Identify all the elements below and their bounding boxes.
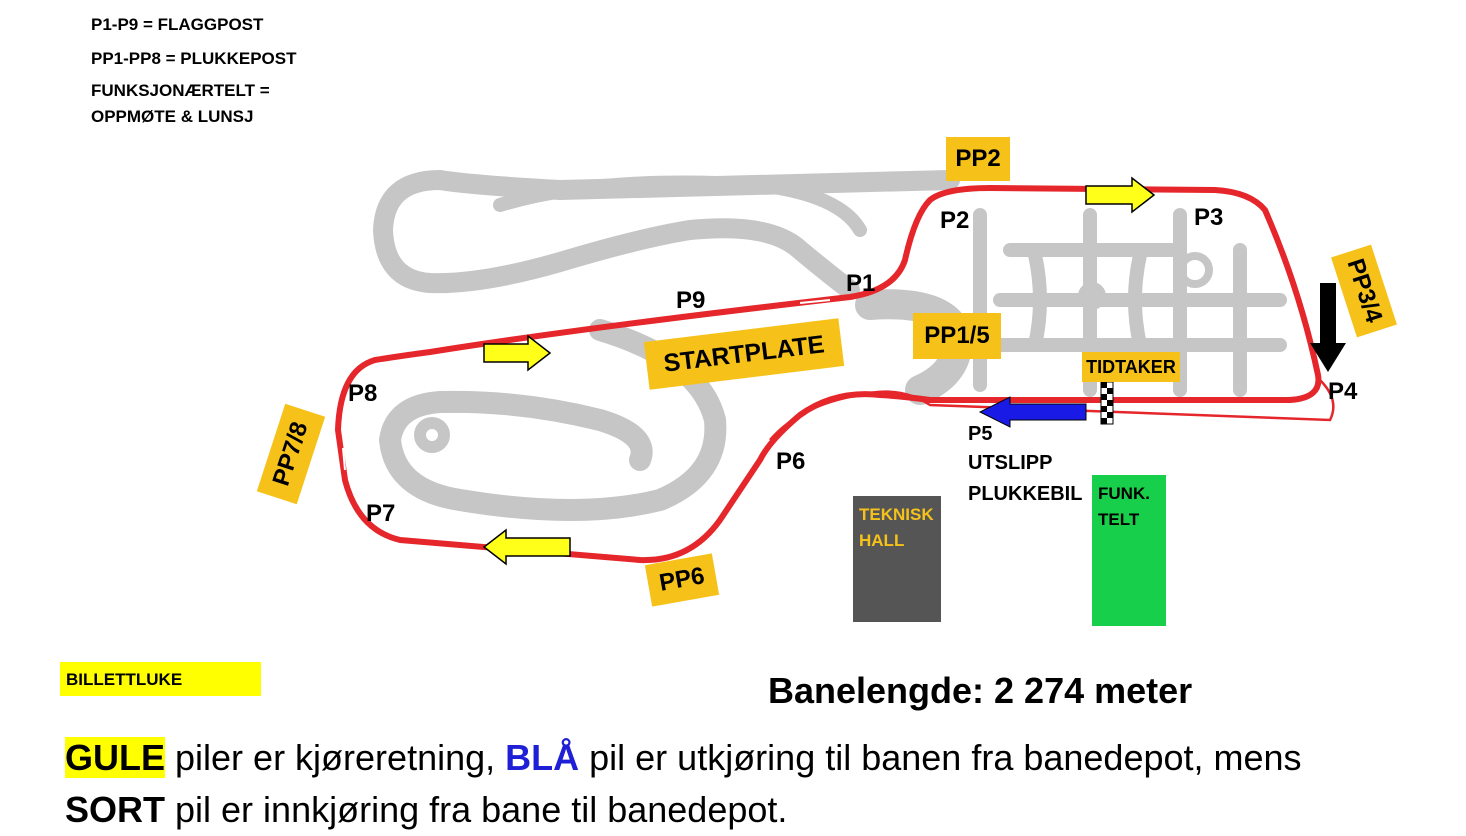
upper-loop-road bbox=[373, 170, 960, 300]
post-p6: P6 bbox=[776, 448, 806, 475]
paddock-roundabout bbox=[1078, 282, 1106, 310]
footer-bla: BLÅ bbox=[505, 737, 580, 778]
blue-arrow bbox=[978, 396, 1087, 428]
timing-line bbox=[1100, 381, 1114, 425]
footer-part3: pil er innkjøring fra bane til banedepot… bbox=[165, 789, 788, 830]
footer-sort: SORT bbox=[65, 789, 166, 830]
legend-line-pickpost: PP1-PP8 = PLUKKEPOST bbox=[91, 49, 297, 68]
lower-loop-road bbox=[379, 319, 727, 521]
track-direction-marker-3 bbox=[1275, 259, 1285, 286]
footer-text: GULE piler er kjøreretning, BLÅ pil er u… bbox=[65, 732, 1302, 836]
yellow-arrow-left bbox=[483, 334, 552, 372]
tidtaker-label: TIDTAKER bbox=[1082, 352, 1180, 382]
funk-telt-line1: FUNK. bbox=[1098, 484, 1150, 503]
footer-line-1: GULE piler er kjøreretning, BLÅ pil er u… bbox=[65, 732, 1302, 784]
billettluke-box: BILLETTLUKE bbox=[60, 662, 261, 696]
footer-line-2: SORT pil er innkjøring fra bane til bane… bbox=[65, 784, 1302, 836]
teknisk-hall-line1: TEKNISK bbox=[859, 505, 934, 524]
legend-line-flagpost: P1-P9 = FLAGGPOST bbox=[91, 15, 264, 34]
post-p9: P9 bbox=[676, 287, 706, 314]
track-length: Banelengde: 2 274 meter bbox=[768, 670, 1193, 711]
billettluke-label: BILLETTLUKE bbox=[66, 670, 183, 689]
pit-lane bbox=[769, 379, 1335, 441]
legend: P1-P9 = FLAGGPOST PP1-PP8 = PLUKKEPOST F… bbox=[91, 12, 296, 130]
p5-utslipp-label: UTSLIPP bbox=[968, 452, 1053, 474]
main-circuit bbox=[335, 185, 1322, 564]
yellow-arrow-bottom bbox=[482, 528, 571, 566]
black-arrow bbox=[1310, 283, 1346, 372]
post-p8: P8 bbox=[348, 380, 378, 407]
post-p1: P1 bbox=[846, 270, 876, 297]
post-p5: P5 bbox=[968, 423, 993, 445]
footer-part2: pil er utkjøring til banen fra banedepot… bbox=[579, 737, 1302, 778]
teknisk-hall-line2: HALL bbox=[859, 531, 905, 550]
post-p3: P3 bbox=[1194, 204, 1224, 231]
upper-inner-road bbox=[493, 175, 867, 237]
funk-telt-line2: TELT bbox=[1098, 510, 1140, 529]
funk-telt-building: FUNK. TELT bbox=[1092, 475, 1166, 626]
track-direction-marker bbox=[799, 299, 831, 304]
track-direction-marker-2 bbox=[342, 447, 346, 471]
paddock-roundabout-2 bbox=[1177, 252, 1213, 288]
lower-inner-circle bbox=[414, 417, 450, 453]
p5-plukkebil-label: PLUKKEBIL bbox=[968, 483, 1083, 505]
post-p2: P2 bbox=[940, 207, 970, 234]
pickup-post-pp2: PP2 bbox=[946, 137, 1010, 181]
pickup-post-pp15: PP1/5 bbox=[913, 313, 1001, 359]
teknisk-hall-building: TEKNISK HALL bbox=[853, 496, 941, 622]
footer-part1: piler er kjøreretning, bbox=[165, 737, 506, 778]
legend-line-lunch: OPPMØTE & LUNSJ bbox=[91, 107, 254, 126]
post-p4: P4 bbox=[1328, 378, 1358, 405]
yellow-arrows bbox=[482, 176, 1156, 566]
yellow-arrow-top bbox=[1085, 176, 1156, 214]
post-p7: P7 bbox=[366, 500, 396, 527]
legend-line-tent: FUNKSJONÆRTELT = bbox=[91, 81, 270, 100]
footer-gule: GULE bbox=[65, 737, 166, 778]
